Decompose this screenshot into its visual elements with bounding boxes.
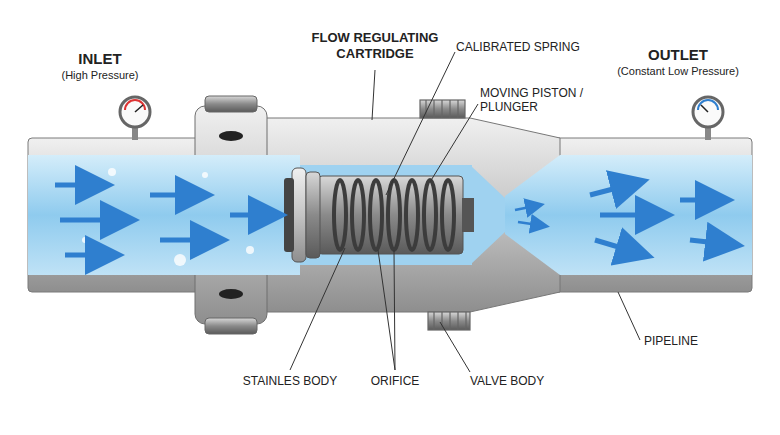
part-label: PIPELINE: [644, 334, 744, 348]
bubbles: [82, 168, 254, 266]
part-label: STAINLES BODY: [230, 374, 350, 388]
piston-face: [284, 178, 294, 252]
part-label: VALVE BODY: [470, 374, 570, 388]
pressure-gauge: [120, 97, 150, 140]
part-label: CALIBRATED SPRING: [456, 40, 616, 54]
cartridge-body: [318, 176, 463, 254]
port-note: (High Pressure): [30, 69, 170, 82]
water-throat: [470, 165, 505, 265]
nut-flange: [205, 96, 257, 112]
piston-ring: [306, 172, 320, 258]
o-ring: [219, 289, 243, 299]
small-flow-arrows: [515, 205, 545, 226]
leader-lines: [290, 52, 640, 372]
port-label: OUTLET: [618, 46, 738, 64]
part-label: ORIFICE: [355, 374, 435, 388]
flow-arrows: [55, 182, 735, 255]
plunger-tip: [462, 198, 474, 232]
water-inlet: [28, 155, 300, 275]
water-outlet: [505, 155, 752, 275]
nut-flange: [205, 318, 257, 334]
part-label: FLOW REGULATING CARTRIDGE: [300, 30, 450, 61]
water-cavity: [300, 165, 472, 265]
piston-ring: [292, 168, 306, 262]
port-label: INLET: [40, 50, 160, 68]
part-label: MOVING PISTON / PLUNGER: [480, 86, 600, 115]
spring: [334, 180, 454, 250]
o-ring: [219, 131, 243, 141]
port-note: (Constant Low Pressure): [593, 65, 763, 78]
pressure-gauge: [693, 97, 723, 140]
